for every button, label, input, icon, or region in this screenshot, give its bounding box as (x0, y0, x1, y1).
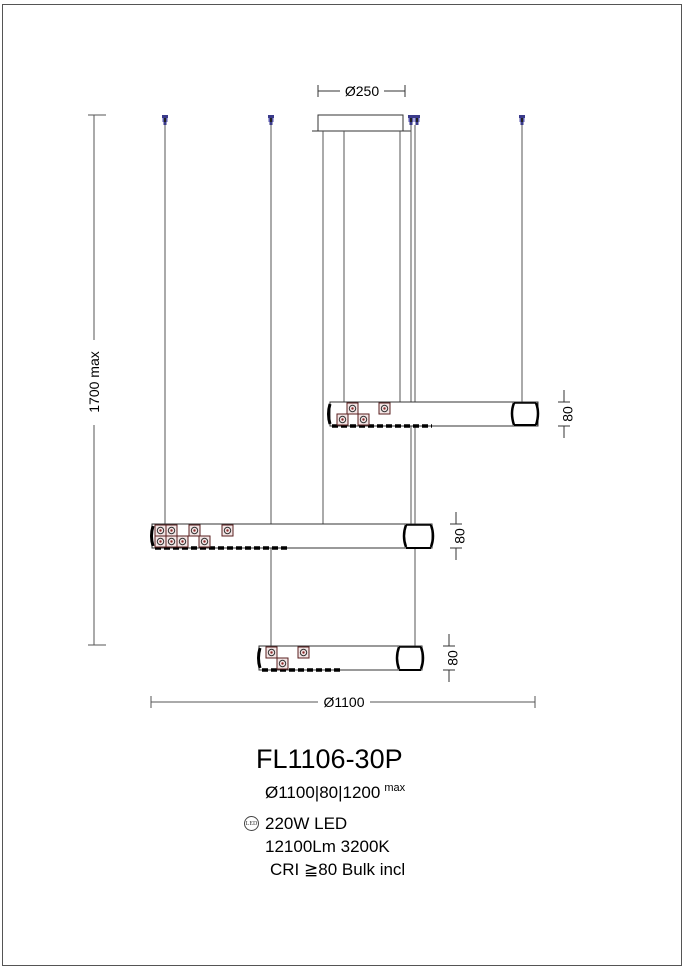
lower-ring (257, 645, 425, 672)
page-frame (2, 4, 682, 966)
canopy-diameter-dimension (317, 85, 406, 97)
middle-ring (150, 523, 435, 550)
power-spec: 220W LED (265, 814, 348, 833)
led-icon: LED (244, 816, 259, 831)
model-number: FL1106-30P (256, 744, 403, 774)
dimensions-suffix: max (384, 782, 406, 794)
upper-ring-height-dimension (558, 390, 570, 438)
upper-ring (327, 401, 540, 428)
dimensions-value: Ø1100|80|1200 (265, 783, 381, 802)
overall-diameter-label: Ø1100 (324, 694, 365, 710)
total-height-dimension (88, 114, 106, 646)
overall-diameter-dimension (150, 696, 536, 708)
cri-label: CRI (270, 860, 300, 879)
greater-equal-icon: ≧ (304, 860, 319, 879)
middle-ring-height-dimension (450, 512, 462, 560)
upper-ring-height-label: 80 (560, 406, 576, 422)
lumen-color-spec: 12100Lm 3200K (265, 837, 390, 856)
canopy-diameter-label: Ø250 (345, 83, 379, 99)
middle-ring-height-label: 80 (452, 528, 468, 544)
total-height-label: 1700 max (86, 351, 102, 412)
canopy (312, 114, 411, 132)
lower-ring-height-dimension (443, 634, 455, 682)
technical-drawing: Ø250 1700 max Ø1100 80 80 80 (86, 83, 576, 710)
cri-value: 80 Bulk incl (318, 860, 406, 879)
cri-spec: CRI ≧80 Bulk incl (270, 861, 405, 878)
lower-ring-height-label: 80 (445, 650, 461, 666)
suspension-cables (164, 125, 523, 646)
